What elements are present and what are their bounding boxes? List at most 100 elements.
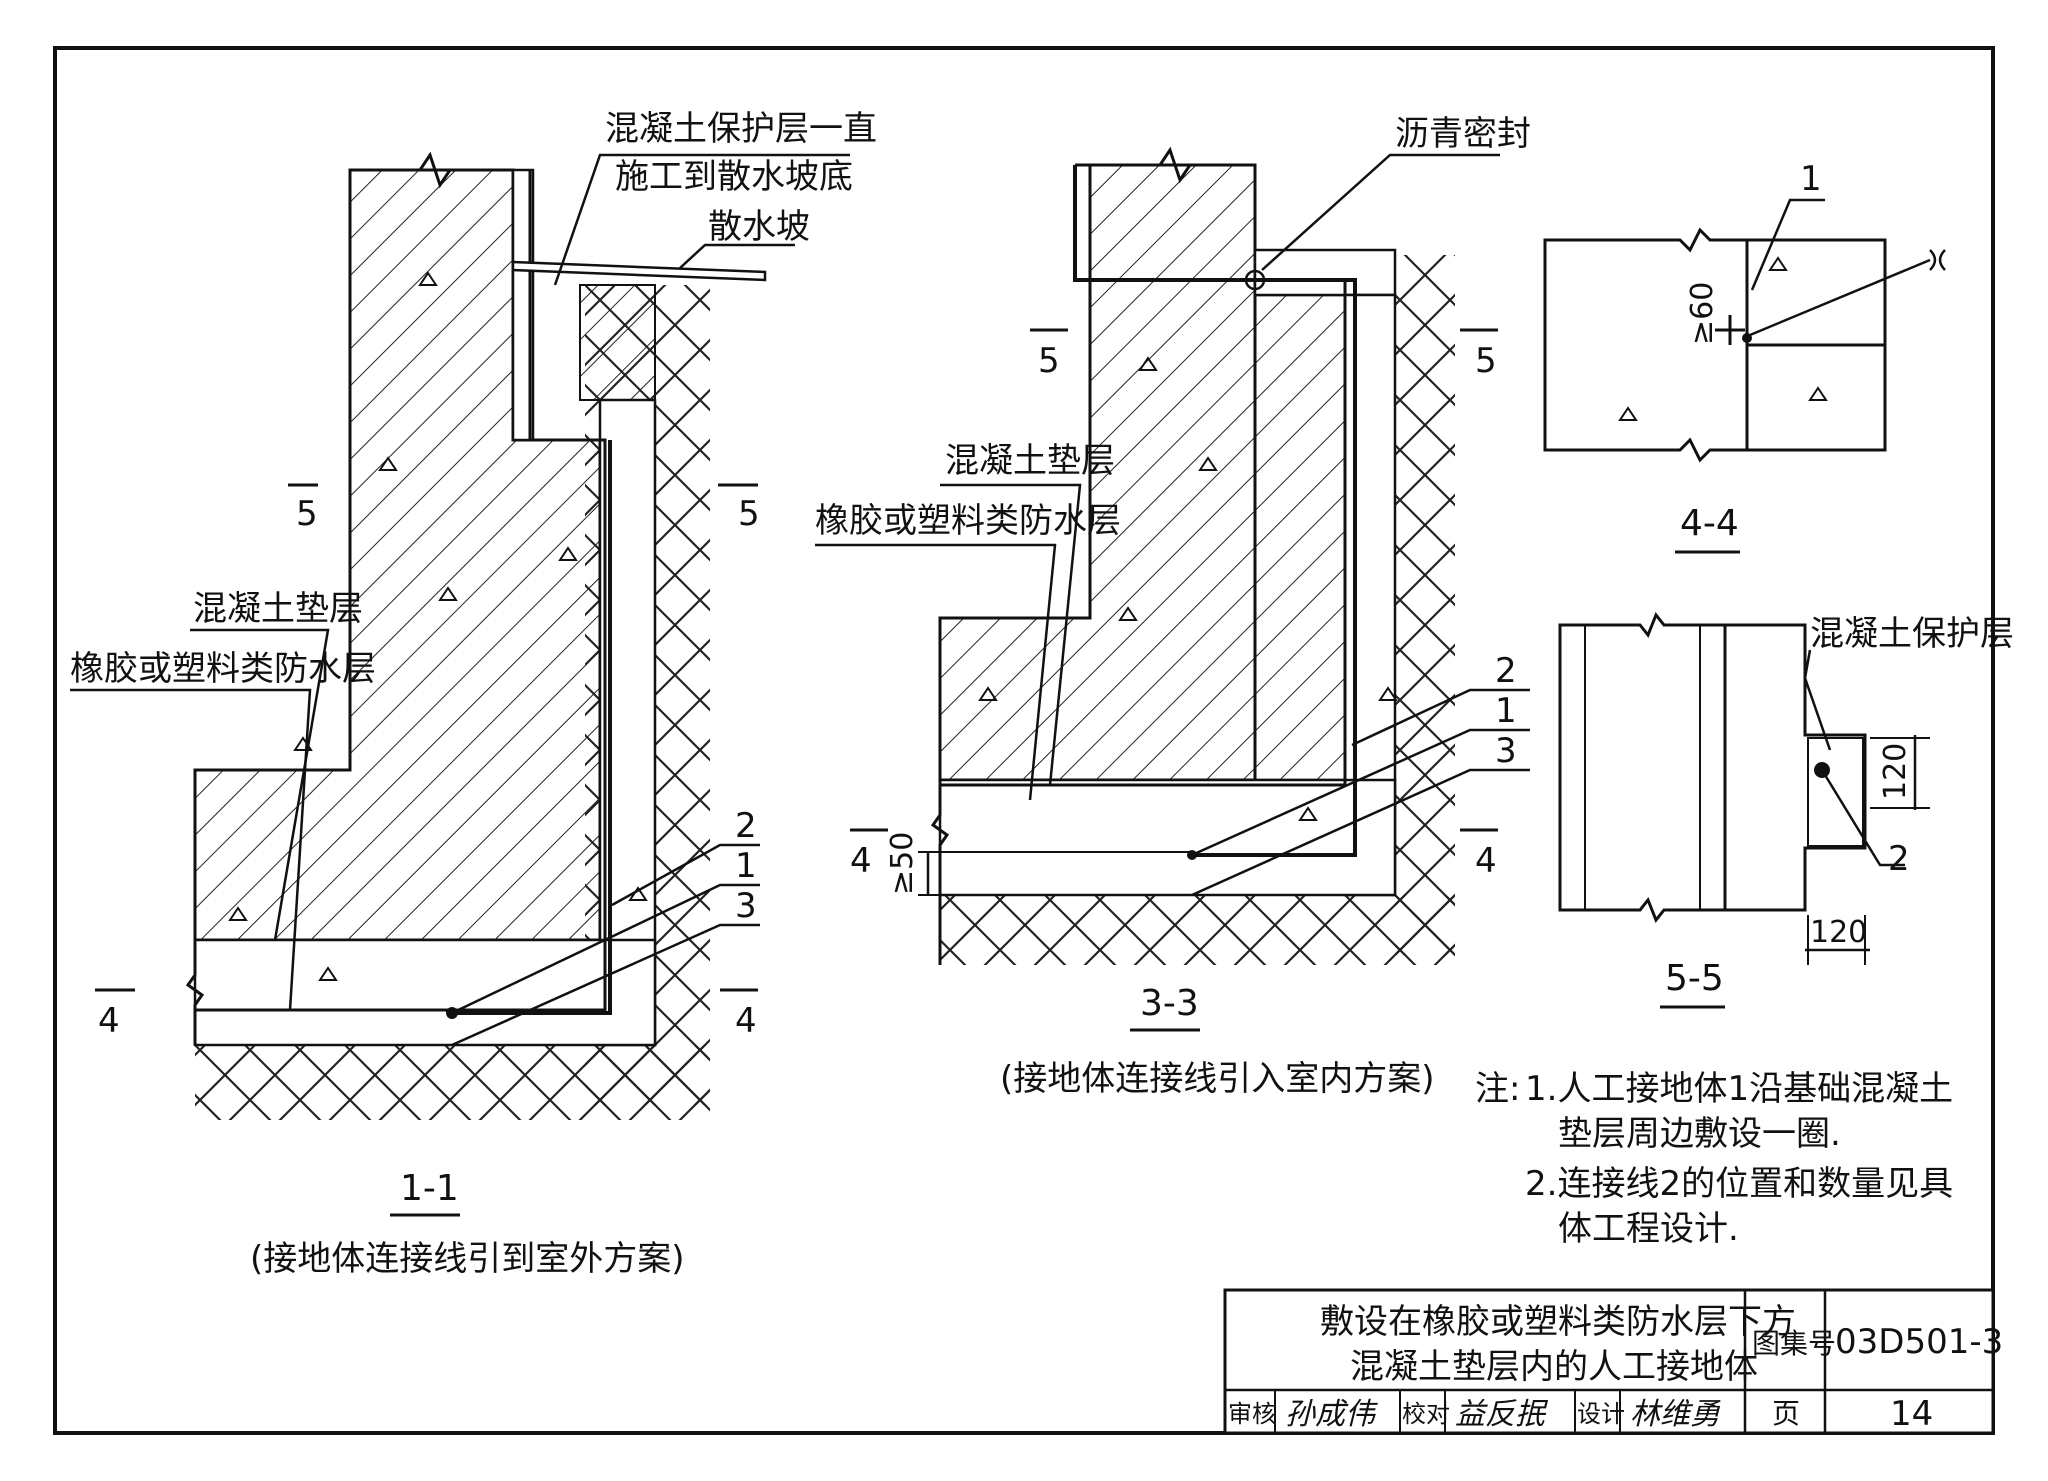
section-5-5: 混凝土保护层 2 120 120 5-5 [1558, 612, 2014, 1009]
note-1: 1.人工接地体1沿基础混凝土 [1525, 1069, 1953, 1109]
section-1-1: 5 5 4 4 混凝土保护层一直 施工到散水坡底 散水坡 混凝土垫层 橡胶或塑料… [70, 109, 877, 1279]
outline-4-4 [1543, 227, 1887, 463]
mark-4-right: 4 [1475, 841, 1497, 881]
arrow-1 [1929, 249, 1946, 271]
section-title-5-5: 5-5 [1665, 958, 1724, 999]
callout-2: 2 [1495, 651, 1517, 691]
title-block: 敷设在橡胶或塑料类防水层下方 混凝土垫层内的人工接地体 图集号 03D501-3… [1223, 1288, 2003, 1435]
mark-4-left: 4 [850, 841, 872, 881]
dim-60: ≥60 [1685, 282, 1720, 345]
ground-conductor [1073, 165, 1357, 857]
dim-120-v: 120 [1878, 743, 1913, 800]
soil-hatch-bottom [940, 895, 1455, 965]
mark-4-left: 4 [98, 1001, 120, 1041]
leader-1 [1749, 258, 1931, 337]
mark-5-left: 5 [296, 494, 318, 534]
apron-base [579, 284, 656, 401]
ground-electrode-dot [1742, 333, 1752, 343]
leader-3 [451, 923, 760, 1047]
apron-slab [511, 260, 767, 282]
tb-atlas-label: 图集号 [1752, 1327, 1836, 1360]
note-1b: 垫层周边敷设一圈. [1558, 1114, 1841, 1154]
tb-atlas-no: 03D501-3 [1835, 1322, 2003, 1362]
leader-pad [190, 628, 330, 941]
section-title-3-3: 3-3 [1140, 983, 1199, 1024]
callout-2: 2 [735, 806, 757, 846]
outline-5-5 [1558, 612, 1867, 923]
title-block-frame [1223, 1288, 1995, 1435]
notes-prefix: 注: [1475, 1069, 1520, 1109]
label-pad: 混凝土垫层 [193, 589, 363, 629]
break-line-top [1075, 146, 1255, 184]
section-3-3: 5 5 4 4 ≥50 沥青密封 混凝土垫层 橡胶或塑料类防水层 2 1 3 3… [815, 114, 1531, 1099]
pad-layer [938, 778, 1397, 897]
mark-5-right: 5 [1475, 341, 1497, 381]
leader-1-top [1750, 198, 1825, 291]
label-membrane: 橡胶或塑料类防水层 [70, 649, 376, 689]
leader-protect [553, 153, 850, 286]
tb-title-1: 敷设在橡胶或塑料类防水层下方 [1320, 1302, 1796, 1342]
callout-1: 1 [735, 846, 757, 886]
tb-design-sig: 林维勇 [1630, 1397, 1721, 1432]
ground-conductor [450, 440, 612, 1015]
tb-design-label: 设计 [1577, 1400, 1625, 1428]
membrane-line [195, 170, 607, 1012]
callout-2: 2 [1888, 839, 1910, 879]
leader-membrane [815, 543, 1057, 801]
aggregate-marks [228, 256, 1828, 981]
leader-2 [1820, 769, 1905, 867]
leader-protect [1803, 649, 1832, 751]
seal-mark [1244, 269, 1266, 291]
label-apron: 散水坡 [708, 207, 810, 247]
caption-3-3: (接地体连接线引入室内方案) [1000, 1059, 1435, 1099]
leader-pad [940, 483, 1082, 786]
leader-2 [1351, 688, 1530, 747]
note-2: 2.连接线2的位置和数量见具 [1525, 1164, 1953, 1204]
callout-1: 1 [1495, 691, 1517, 731]
leader-apron [679, 243, 795, 269]
notes: 注: 1.人工接地体1沿基础混凝土 垫层周边敷设一圈. 2.连接线2的位置和数量… [1475, 1069, 1953, 1249]
dim-50: ≥50 [885, 832, 920, 895]
tb-title-2: 混凝土垫层内的人工接地体 [1350, 1347, 1758, 1387]
caption-1-1: (接地体连接线引到室外方案) [250, 1239, 685, 1279]
leader-1 [451, 883, 760, 1015]
sheet-border [53, 46, 1995, 1435]
callout-3: 3 [735, 886, 757, 926]
label-protect-2: 施工到散水坡底 [615, 157, 853, 197]
callout-1: 1 [1800, 159, 1822, 199]
label-membrane: 橡胶或塑料类防水层 [815, 501, 1121, 541]
leader-2 [611, 843, 760, 907]
protect-layer [1253, 248, 1397, 297]
break-line-left [930, 780, 950, 965]
leader-1 [1191, 728, 1530, 857]
mark-5-left: 5 [1038, 341, 1060, 381]
leader-membrane [70, 688, 312, 1011]
tb-page-no: 14 [1890, 1394, 1933, 1434]
section-title-1-1: 1-1 [400, 1168, 459, 1209]
section-4-4: 1 ≥60 4-4 [1543, 159, 1946, 554]
label-protect-1: 混凝土保护层一直 [605, 109, 877, 149]
pad-layer [193, 938, 657, 1047]
soil-hatch-right [1395, 255, 1455, 955]
tb-check-sig: 益反抿 [1455, 1397, 1549, 1432]
leader-3 [1191, 768, 1530, 897]
mark-5-right: 5 [738, 494, 760, 534]
tb-page-label: 页 [1772, 1397, 1800, 1430]
tb-review-sig: 孙成伟 [1285, 1397, 1378, 1432]
break-line-left [185, 940, 205, 1045]
callout-3: 3 [1495, 731, 1517, 771]
label-pad: 混凝土垫层 [945, 441, 1115, 481]
protect-layer [511, 168, 535, 442]
mark-4-right: 4 [735, 1001, 757, 1041]
label-protect: 混凝土保护层 [1810, 614, 2014, 654]
section-title-4-4: 4-4 [1680, 503, 1739, 544]
tb-review-label: 审核 [1228, 1400, 1276, 1428]
wall-concrete [193, 168, 602, 942]
break-line-top [350, 151, 513, 189]
tb-check-label: 校对 [1402, 1400, 1450, 1428]
soil-hatch-bottom [195, 1045, 710, 1120]
wall-concrete-right [1253, 293, 1347, 782]
leader-seal [1261, 153, 1500, 271]
note-2b: 体工程设计. [1558, 1209, 1739, 1249]
